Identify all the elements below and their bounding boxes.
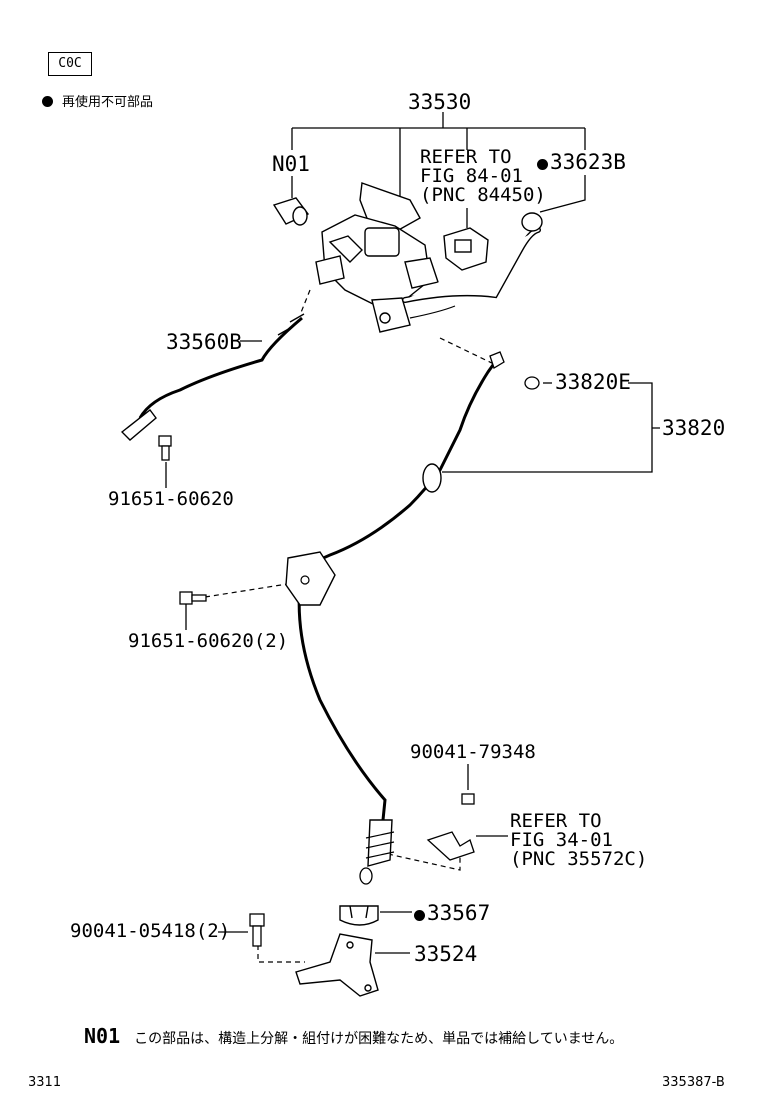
part-label-33567: 33567: [414, 903, 490, 924]
part-label-33530: 33530: [408, 90, 472, 114]
bolt-90041-05418: [249, 913, 265, 947]
bracket-ref2: [426, 831, 475, 861]
leader-33530: [291, 112, 586, 200]
ref1-line2: FIG 84-01: [420, 165, 523, 187]
legend-text: 再使用不可部品: [62, 95, 154, 110]
part-label-90041-79348: 90041-79348: [410, 741, 536, 763]
footer-page-id: 3311: [28, 1075, 62, 1090]
leader-33623B: [539, 175, 586, 213]
part-label-91651-60620: 91651-60620: [108, 488, 234, 510]
part-label-91651-60620-2: 91651-60620(2): [128, 630, 289, 652]
footnote-code: N01: [84, 1024, 121, 1048]
leader-33820: [442, 382, 660, 473]
knob-cap: [521, 212, 543, 232]
dash-line-5: [257, 945, 305, 963]
footer-drawing-id: 335387-B: [662, 1075, 725, 1090]
dash-line-3: [204, 581, 301, 598]
part-label-33560B: 33560B: [166, 330, 242, 354]
non-reusable-dot-icon: [537, 159, 548, 170]
part-label-90041-05418-2: 90041-05418(2): [70, 920, 231, 942]
part-label-N01: N01: [272, 152, 310, 176]
part-number: 33623B: [550, 150, 626, 174]
clip-33567: [339, 905, 379, 926]
part-label-33623B: 33623B: [537, 152, 626, 173]
bolt-91651-60620: [158, 435, 172, 461]
bracket-33524: [295, 933, 379, 997]
cable-33820: [285, 351, 505, 885]
part-label-33820E: 33820E: [555, 370, 631, 394]
footnote: N01 この部品は、構造上分解・組付けが困難なため、単品では補給していません。: [84, 1026, 623, 1046]
ref2-line1: REFER TO: [510, 810, 602, 832]
n01-component: [272, 197, 310, 226]
part-number: 33567: [427, 901, 491, 925]
bolt-91651-60620-2: [179, 591, 207, 605]
catalog-code-box: C0C: [48, 52, 92, 76]
ref1-line1: REFER TO: [420, 146, 512, 168]
non-reusable-dot-icon: [42, 96, 53, 107]
ref2-line2: FIG 34-01: [510, 829, 613, 851]
part-label-33524: 33524: [414, 942, 478, 966]
legend: 再使用不可部品: [42, 96, 153, 109]
cable-33560B: [120, 313, 305, 441]
non-reusable-dot-icon: [414, 910, 425, 921]
dash-line-1: [299, 289, 311, 316]
nut-90041-79348: [461, 793, 475, 805]
part-label-33820: 33820: [662, 416, 726, 440]
ref2-line3: (PNC 35572C): [510, 848, 648, 870]
bushing-33820E: [524, 376, 540, 390]
dash-line-2: [439, 337, 499, 367]
footnote-text: この部品は、構造上分解・組付けが困難なため、単品では補給していません。: [134, 1031, 624, 1047]
ref1-line3: (PNC 84450): [420, 184, 546, 206]
switch-component: [443, 227, 489, 271]
